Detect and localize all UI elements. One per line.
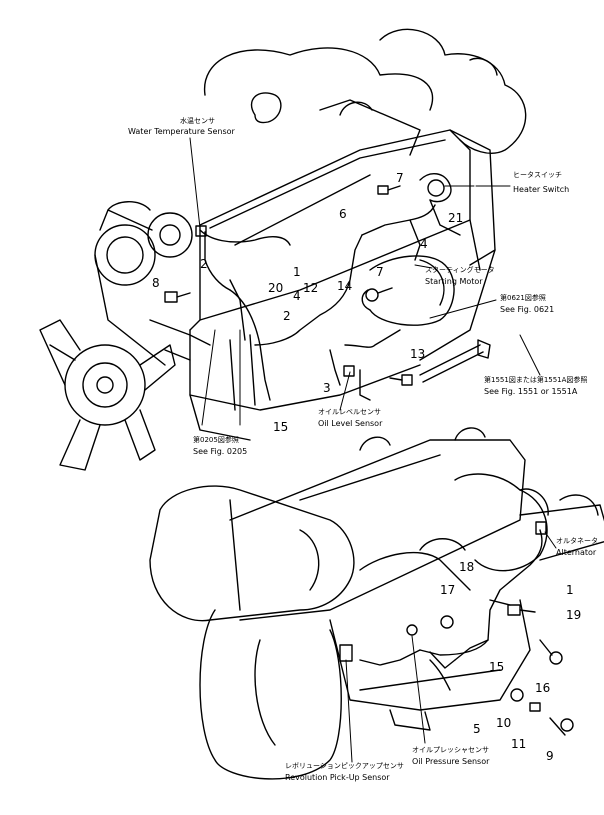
water-temp-label-en: Water Temperature Sensor xyxy=(128,127,236,136)
part-icon-5 xyxy=(429,651,456,669)
part-icon-17 xyxy=(440,615,454,629)
starting-motor-label-en: Starting Motor xyxy=(425,277,483,286)
bolt-icon-16 xyxy=(539,639,563,665)
fig1551-label-en: See Fig. 1551 or 1551A xyxy=(484,387,578,396)
leader-lines xyxy=(189,137,557,763)
alternator-label-jp: オルタネータ xyxy=(556,536,598,545)
callout-14: 14 xyxy=(337,279,352,293)
fig0621-label-en: See Fig. 0621 xyxy=(500,305,554,314)
callout-2-mid: 2 xyxy=(283,309,291,323)
callout-19: 19 xyxy=(566,608,581,622)
alternator-label-en: Alternator xyxy=(556,548,597,557)
lower-engine-drawing xyxy=(149,427,604,780)
callout-21: 21 xyxy=(448,211,463,225)
callout-9: 9 xyxy=(546,749,554,763)
callout-7-top: 7 xyxy=(396,171,404,185)
callout-13: 13 xyxy=(410,347,425,361)
callout-20: 20 xyxy=(268,281,283,295)
callout-12: 12 xyxy=(303,281,318,295)
callout-16: 16 xyxy=(535,681,550,695)
oil-level-label-jp: オイルレベルセンサ xyxy=(318,408,381,416)
bolt-icon-19 xyxy=(507,604,536,616)
callout-3: 3 xyxy=(323,381,331,395)
callout-6: 6 xyxy=(339,207,347,221)
fig0205-label-en: See Fig. 0205 xyxy=(193,447,247,456)
callout-15-lower: 15 xyxy=(489,660,504,674)
heater-switch-label-jp: ヒータスイッチ xyxy=(513,170,562,179)
water-temp-label-jp: 水温センサ xyxy=(180,116,215,125)
callout-15-upper: 15 xyxy=(273,420,288,434)
heater-switch-label-en: Heater Switch xyxy=(513,185,569,194)
oil-pressure-label-jp: オイルプレッシャセンサ xyxy=(412,746,489,754)
callout-10: 10 xyxy=(496,716,511,730)
starting-motor-label-jp: スターティングモータ xyxy=(425,265,495,274)
bolt-icon-13 xyxy=(389,374,413,386)
oil-pressure-label-en: Oil Pressure Sensor xyxy=(412,757,490,766)
fig1551-label-jp: 第1551図または第1551A図参照 xyxy=(484,375,587,384)
clamp-icon-11 xyxy=(529,702,541,712)
pickup-label-en: Revolution Pick-Up Sensor xyxy=(285,773,390,782)
alternator-terminal-icon xyxy=(535,521,547,535)
callout-11: 11 xyxy=(511,737,526,751)
callout-2-left: 2 xyxy=(200,257,208,271)
text-labels: 水温センサ Water Temperature Sensor ヒータスイッチ H… xyxy=(128,116,598,782)
oil-level-label-en: Oil Level Sensor xyxy=(318,419,383,428)
pickup-sensor-icon xyxy=(339,644,353,662)
bolt-icon-7a xyxy=(377,185,401,195)
callout-numbers: 7 21 6 7 4 1 2 8 20 12 14 4 2 13 3 15 18… xyxy=(152,171,581,763)
callout-8: 8 xyxy=(152,276,160,290)
bolt-icon-9 xyxy=(549,717,574,736)
callout-1-lower: 1 xyxy=(566,583,574,597)
upper-engine-drawing xyxy=(39,28,527,471)
callout-7-mid: 7 xyxy=(376,265,384,279)
callout-18: 18 xyxy=(459,560,474,574)
switch-icon-heater xyxy=(427,179,445,197)
fig0621-label-jp: 第0621図参照 xyxy=(500,293,546,302)
callout-1-upper: 1 xyxy=(293,265,301,279)
fig0205-label-jp: 第0205図参照 xyxy=(193,435,239,444)
callout-17: 17 xyxy=(440,583,455,597)
washer-icon-10 xyxy=(510,688,524,702)
sensor-icon-water-temp xyxy=(195,225,207,237)
pickup-label-jp: レボリューションピックアップセンサ xyxy=(285,762,404,770)
bolt-icon-8 xyxy=(164,291,191,303)
callout-4-upper: 4 xyxy=(420,237,428,251)
callout-5: 5 xyxy=(473,722,481,736)
callout-4-mid: 4 xyxy=(293,289,301,303)
oil-pressure-sensor-icon xyxy=(406,624,418,636)
bolt-icon-7b xyxy=(365,287,393,302)
